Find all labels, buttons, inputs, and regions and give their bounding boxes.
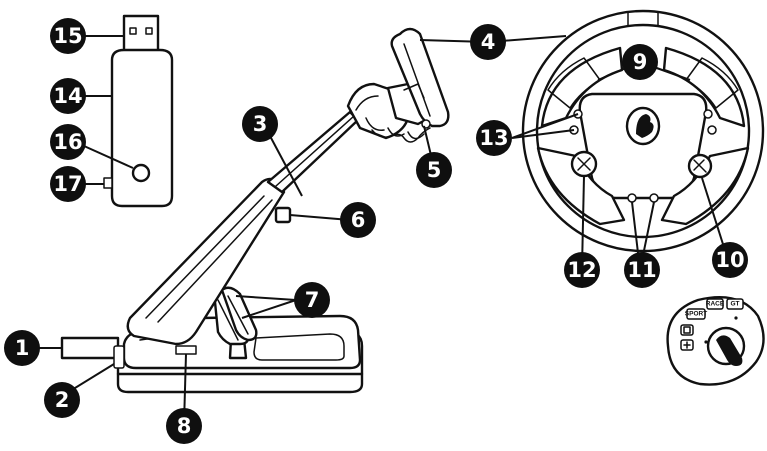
mode-race-label: RACE — [706, 301, 725, 308]
svg-text:10: 10 — [715, 248, 744, 272]
svg-text:13: 13 — [479, 126, 508, 150]
svg-text:8: 8 — [177, 414, 192, 438]
callout-6: 6 — [340, 202, 376, 238]
callout-17: 17 — [50, 166, 86, 202]
callout-13: 13 — [476, 120, 512, 156]
mode-selector-icon: RACE GT SPORT — [666, 296, 765, 386]
svg-text:17: 17 — [53, 172, 82, 196]
callout-16: 16 — [50, 124, 86, 160]
svg-text:5: 5 — [427, 158, 442, 182]
callout-5: 5 — [416, 152, 452, 188]
mode-sport-label: SPORT — [685, 311, 707, 318]
svg-text:2: 2 — [55, 388, 70, 412]
pedal-set-icon — [212, 286, 258, 360]
svg-text:16: 16 — [53, 130, 82, 154]
svg-text:15: 15 — [53, 24, 82, 48]
svg-text:12: 12 — [567, 258, 596, 282]
svg-text:11: 11 — [627, 258, 656, 282]
svg-text:3: 3 — [253, 112, 268, 136]
svg-text:7: 7 — [305, 288, 320, 312]
callout-12: 12 — [564, 252, 600, 288]
wheel-stand — [126, 110, 360, 346]
mode-gt-label: GT — [730, 301, 739, 308]
callout-9: 9 — [622, 44, 658, 80]
svg-text:6: 6 — [351, 208, 366, 232]
callout-1: 1 — [4, 330, 40, 366]
callout-11: 11 — [624, 252, 660, 288]
svg-text:1: 1 — [15, 336, 30, 360]
svg-text:9: 9 — [633, 50, 648, 74]
callout-8: 8 — [166, 408, 202, 444]
callout-2: 2 — [44, 382, 80, 418]
callout-3: 3 — [242, 106, 278, 142]
racing-wheel-icon — [346, 27, 450, 143]
svg-text:4: 4 — [481, 30, 496, 54]
callout-14: 14 — [50, 78, 86, 114]
callout-7: 7 — [294, 282, 330, 318]
callout-4: 4 — [470, 24, 506, 60]
usb-dongle — [103, 14, 174, 208]
dongle-led-icon — [103, 177, 113, 189]
callout-15: 15 — [50, 18, 86, 54]
dongle-button-icon — [131, 163, 151, 183]
svg-text:14: 14 — [53, 84, 82, 108]
callout-10: 10 — [712, 242, 748, 278]
